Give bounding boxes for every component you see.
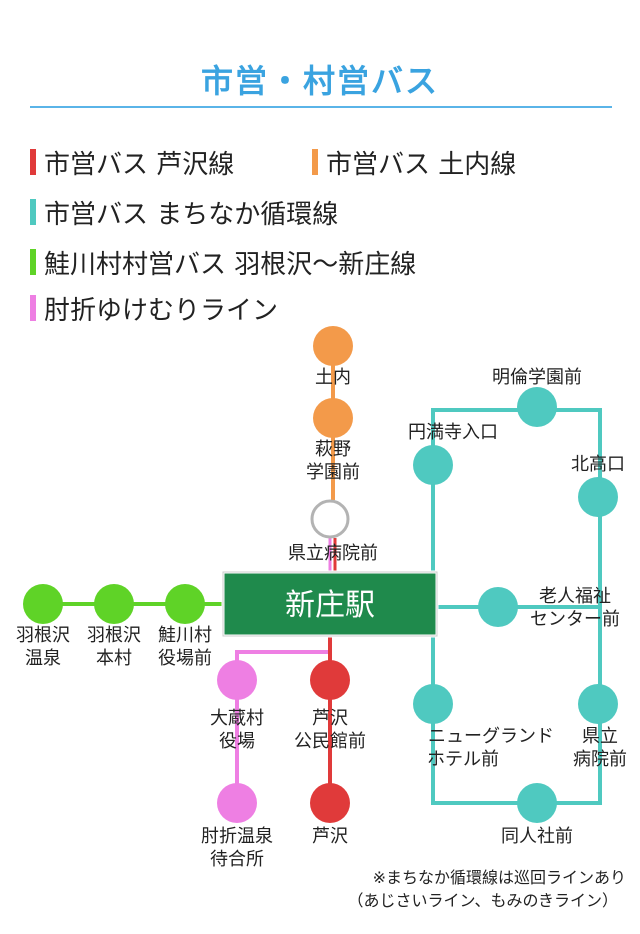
label-hagino-2: 学園前 bbox=[306, 462, 360, 483]
footnote-line-2: （あじさいライン、もみのきライン） bbox=[347, 891, 618, 910]
station-enmanji[interactable] bbox=[413, 445, 453, 485]
station-hagino[interactable] bbox=[313, 398, 353, 438]
title-divider bbox=[30, 106, 612, 108]
legend-item-machinaka-line: 市営バス まちなか循環線 bbox=[30, 195, 339, 230]
station-kenritsu-byoin[interactable] bbox=[578, 684, 618, 724]
station-haneza-onsen[interactable] bbox=[23, 584, 63, 624]
label-sakegawa-yakuba-1: 鮭川村 bbox=[158, 625, 212, 646]
legend-label: 市営バス 芦沢線 bbox=[44, 149, 235, 180]
footnote-line-1: ※まちなか循環線は巡回ラインあり bbox=[373, 868, 626, 887]
label-rojin-fukushi-1: 老人福祉 bbox=[539, 586, 611, 607]
station-meirin-gakuen[interactable] bbox=[517, 387, 557, 427]
label-kitataka: 北高口 bbox=[571, 454, 625, 475]
label-new-grand-1: ニューグランド bbox=[428, 726, 554, 747]
station-kitataka[interactable] bbox=[578, 477, 618, 517]
label-dojinsha: 同人社前 bbox=[501, 826, 573, 847]
legend-label: 肘折ゆけむりライン bbox=[44, 295, 279, 326]
label-rojin-fukushi-2: センター前 bbox=[530, 609, 620, 630]
page-title: 市営・村営バス bbox=[200, 62, 439, 100]
label-donai: 土内 bbox=[315, 367, 351, 388]
station-rojin-fukushi[interactable] bbox=[478, 587, 518, 627]
label-ashizawa-kominkan-1: 芦沢 bbox=[312, 708, 348, 729]
station-haneza-honmura[interactable] bbox=[94, 584, 134, 624]
label-sakegawa-yakuba-2: 役場前 bbox=[158, 648, 212, 669]
station-donai[interactable] bbox=[313, 326, 353, 366]
legend-swatch bbox=[30, 295, 36, 321]
station-kenritsu-byoin-mae[interactable] bbox=[310, 499, 350, 539]
station-new-grand[interactable] bbox=[413, 684, 453, 724]
label-haneza-onsen-2: 温泉 bbox=[25, 648, 61, 669]
label-haneza-onsen-1: 羽根沢 bbox=[16, 625, 70, 646]
legend-item-hanezawa-line: 鮭川村村営バス 羽根沢〜新庄線 bbox=[30, 245, 417, 280]
station-ashizawa[interactable] bbox=[310, 783, 350, 823]
station-dojinsha[interactable] bbox=[517, 783, 557, 823]
legend-item-hijiori-line: 肘折ゆけむりライン bbox=[30, 291, 279, 326]
label-hijiori-onsen-1: 肘折温泉 bbox=[201, 826, 273, 847]
label-kenritsu-byoin-1: 県立 bbox=[582, 726, 618, 747]
legend-swatch bbox=[30, 199, 36, 225]
legend-item-donai-line: 市営バス 土内線 bbox=[312, 145, 517, 180]
label-ashizawa: 芦沢 bbox=[312, 826, 348, 847]
legend-label: 市営バス 土内線 bbox=[326, 149, 517, 180]
label-enmanji: 円満寺入口 bbox=[408, 422, 498, 443]
legend-item-ashizawa-line: 市営バス 芦沢線 bbox=[30, 145, 235, 180]
station-sakegawa-yakuba[interactable] bbox=[165, 584, 205, 624]
label-kenritsu-byoin-2: 病院前 bbox=[573, 749, 627, 770]
label-ashizawa-kominkan-2: 公民館前 bbox=[294, 731, 366, 752]
label-meirin-gakuen: 明倫学園前 bbox=[492, 367, 582, 388]
hub-shinjo-station[interactable]: 新庄駅 bbox=[221, 570, 439, 638]
label-hagino-1: 萩野 bbox=[315, 439, 351, 460]
label-new-grand-2: ホテル前 bbox=[427, 749, 499, 770]
legend-label: 鮭川村村営バス 羽根沢〜新庄線 bbox=[44, 249, 417, 280]
label-haneza-honmura-1: 羽根沢 bbox=[87, 625, 141, 646]
station-okura-yakuba[interactable] bbox=[217, 660, 257, 700]
station-hijiori-onsen[interactable] bbox=[217, 783, 257, 823]
label-okura-yakuba-1: 大蔵村 bbox=[210, 708, 264, 729]
label-okura-yakuba-2: 役場 bbox=[219, 731, 255, 752]
legend-swatch bbox=[30, 249, 36, 275]
hub-label: 新庄駅 bbox=[285, 588, 375, 623]
station-ashizawa-kominkan[interactable] bbox=[310, 660, 350, 700]
legend-swatch bbox=[312, 149, 318, 175]
legend-label: 市営バス まちなか循環線 bbox=[44, 199, 339, 230]
label-kenritsu-byoin-mae: 県立病院前 bbox=[288, 543, 378, 564]
legend-swatch bbox=[30, 149, 36, 175]
label-haneza-honmura-2: 本村 bbox=[96, 648, 132, 669]
label-hijiori-onsen-2: 待合所 bbox=[210, 849, 264, 870]
